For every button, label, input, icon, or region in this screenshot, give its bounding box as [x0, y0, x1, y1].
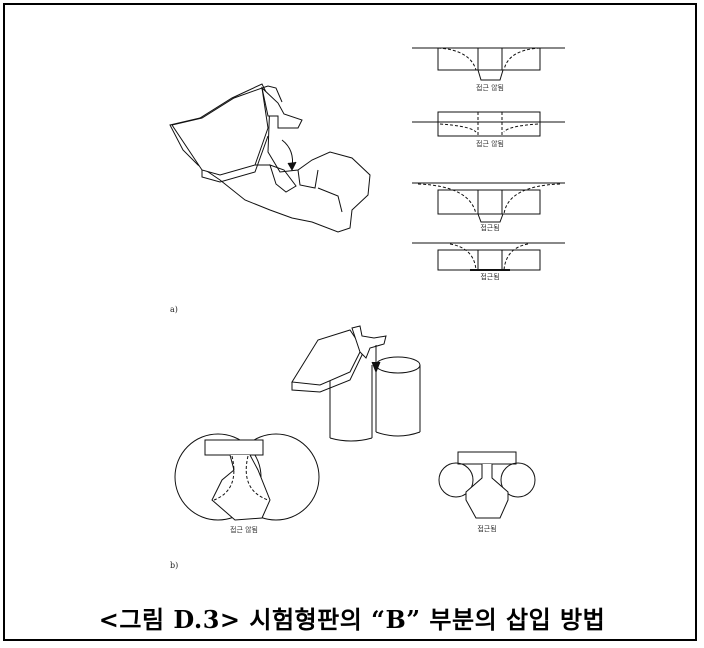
section-close-1	[412, 182, 565, 223]
label-close-2: 접근됨	[480, 273, 499, 281]
section-not-close-2	[412, 111, 565, 137]
plan-not-close	[174, 433, 320, 521]
label-b-not-close: 접근 않됨	[230, 525, 258, 534]
label-not-close-1: 접근 않됨	[476, 83, 504, 92]
label-b-close: 접근됨	[477, 525, 496, 533]
section-not-close-1	[412, 47, 565, 81]
figure-caption: <그림 D.3> 시험형판의 “B” 부분의 삽입 방법	[98, 605, 606, 634]
sublabel-b: b)	[170, 561, 178, 570]
plan-close	[438, 451, 536, 519]
page-frame	[3, 3, 697, 641]
template-specimen-3d-drawing	[169, 83, 371, 233]
sublabel-a: a)	[170, 305, 178, 314]
section-close-2	[412, 242, 565, 271]
label-not-close-2: 접근 않됨	[476, 139, 504, 148]
template-cylinders-3d-drawing	[291, 325, 421, 442]
label-close-1: 접근됨	[480, 224, 499, 232]
